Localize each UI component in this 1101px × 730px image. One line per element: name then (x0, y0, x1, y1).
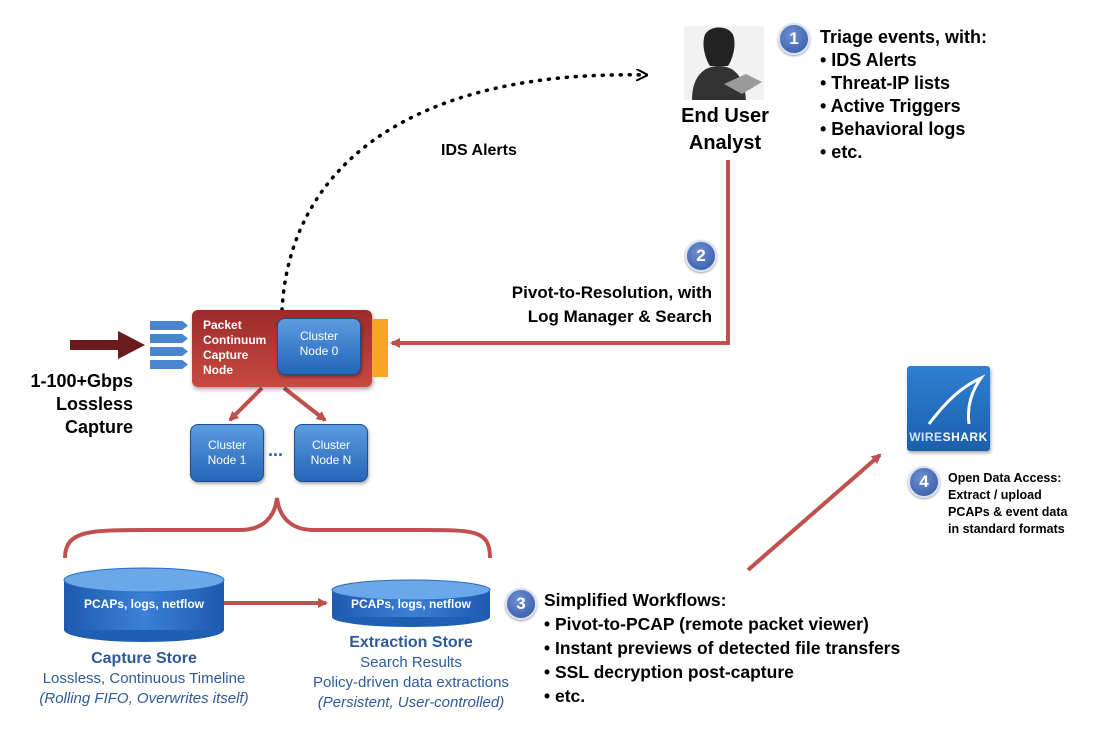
step-4-line: in standard formats (948, 522, 1065, 536)
capture-node-label-line: Packet (203, 318, 242, 332)
ids-alerts-label: IDS Alerts (441, 142, 517, 159)
cluster-node-0: Cluster Node 0 (277, 318, 361, 375)
step-1-item: • Threat-IP lists (820, 73, 951, 93)
capture-store-text: Capture Store Lossless, Continuous Timel… (10, 649, 278, 709)
step-1-item: • etc. (820, 142, 863, 162)
step-1-list: Triage events, with: • IDS Alerts • Thre… (820, 26, 987, 164)
pivot-arrow (390, 160, 730, 348)
analyst-label-line2: Analyst (688, 132, 762, 154)
wireshark-text-b: SHARK (942, 430, 988, 444)
cluster-node-0-line: Node 0 (299, 344, 339, 358)
capture-node-label-line: Capture (203, 348, 249, 362)
cluster-node-n: Cluster Node N (294, 424, 368, 482)
node-to-clusterN-arrow (282, 386, 327, 422)
capture-input-label: 1-100+Gbps Lossless Capture (10, 370, 133, 439)
node-to-cluster1-arrow (228, 386, 264, 422)
ids-alerts-arrow (280, 75, 645, 312)
input-ports (150, 321, 188, 369)
capture-input-line1: 1-100+Gbps (30, 371, 133, 391)
wireshark-text-a: WIRE (909, 430, 943, 444)
cluster-node-n-line: Cluster (311, 438, 350, 452)
step-1-item: • Active Triggers (820, 96, 961, 116)
extraction-store-title: Extraction Store (349, 634, 473, 651)
capture-store-line1: Lossless, Continuous Timeline (42, 670, 246, 687)
analyst-label: End User Analyst (660, 103, 790, 157)
step-3-item: • Pivot-to-PCAP (remote packet viewer) (544, 614, 869, 634)
extraction-store-line1: Search Results (360, 654, 462, 671)
capture-input-line3: Capture (64, 417, 133, 437)
capture-node-port (372, 319, 388, 377)
capture-node-label-line: Continuum (203, 333, 267, 347)
capture-node-label-line: Node (203, 363, 233, 377)
workflow-to-wireshark-arrow (746, 453, 882, 572)
cluster-node-1-line: Node 1 (207, 453, 247, 467)
cluster-node-1: Cluster Node 1 (190, 424, 264, 482)
step-2-line1: Pivot-to-Resolution, with (511, 283, 712, 302)
cluster-node-n-line: Node N (310, 453, 352, 467)
extraction-store-db-label: PCAPs, logs, netflow (350, 597, 471, 611)
extraction-store-line2: Policy-driven data extractions (313, 674, 509, 691)
step-3-item: • Instant previews of detected file tran… (544, 638, 901, 658)
step-2-badge: 2 (685, 240, 717, 272)
step-4-line: PCAPs & event data (948, 505, 1068, 519)
analyst-label-line1: End User (681, 105, 769, 127)
capture-store-line2: (Rolling FIFO, Overwrites itself) (39, 690, 249, 707)
step-3-title: Simplified Workflows: (544, 590, 727, 610)
cluster-node-1-line: Cluster (207, 438, 246, 452)
cluster-ellipsis: ... (268, 440, 284, 460)
extraction-store-text: Extraction Store Search Results Policy-d… (290, 633, 532, 713)
step-1-item: • IDS Alerts (820, 50, 917, 70)
step-1-title: Triage events, with: (820, 27, 988, 47)
extraction-store-line3: (Persistent, User-controlled) (317, 694, 505, 711)
step-4-line: Open Data Access: (948, 471, 1062, 485)
step-2-line2: Log Manager & Search (527, 307, 712, 326)
step-3-item: • etc. (544, 686, 586, 706)
store-brace (63, 497, 492, 559)
step-3-item: • SSL decryption post-capture (544, 662, 794, 682)
capture-store-title: Capture Store (91, 650, 197, 667)
step-4-badge: 4 (908, 466, 940, 498)
step-1-item: • Behavioral logs (820, 119, 966, 139)
wireshark-logo-text: WIRESHARK (907, 430, 990, 444)
cluster-node-0-line: Cluster (299, 329, 338, 343)
step-3-list: Simplified Workflows: • Pivot-to-PCAP (r… (544, 588, 900, 708)
step-1-badge: 1 (778, 23, 810, 55)
capture-input-line2: Lossless (55, 394, 133, 414)
capture-store-db-label: PCAPs, logs, netflow (83, 597, 204, 611)
step-4-text: Open Data Access: Extract / upload PCAPs… (948, 470, 1067, 538)
step-4-line: Extract / upload (948, 488, 1042, 502)
wireshark-logo-icon: WIRESHARK (907, 366, 990, 451)
extraction-store-database (331, 579, 491, 627)
analyst-avatar-icon (684, 26, 764, 100)
step-2-label: Pivot-to-Resolution, with Log Manager & … (450, 281, 712, 329)
capture-store-database (63, 567, 225, 642)
step-3-badge: 3 (505, 588, 537, 620)
capture-node-label: Packet Continuum Capture Node (203, 318, 266, 378)
shark-fin-icon (927, 374, 986, 425)
